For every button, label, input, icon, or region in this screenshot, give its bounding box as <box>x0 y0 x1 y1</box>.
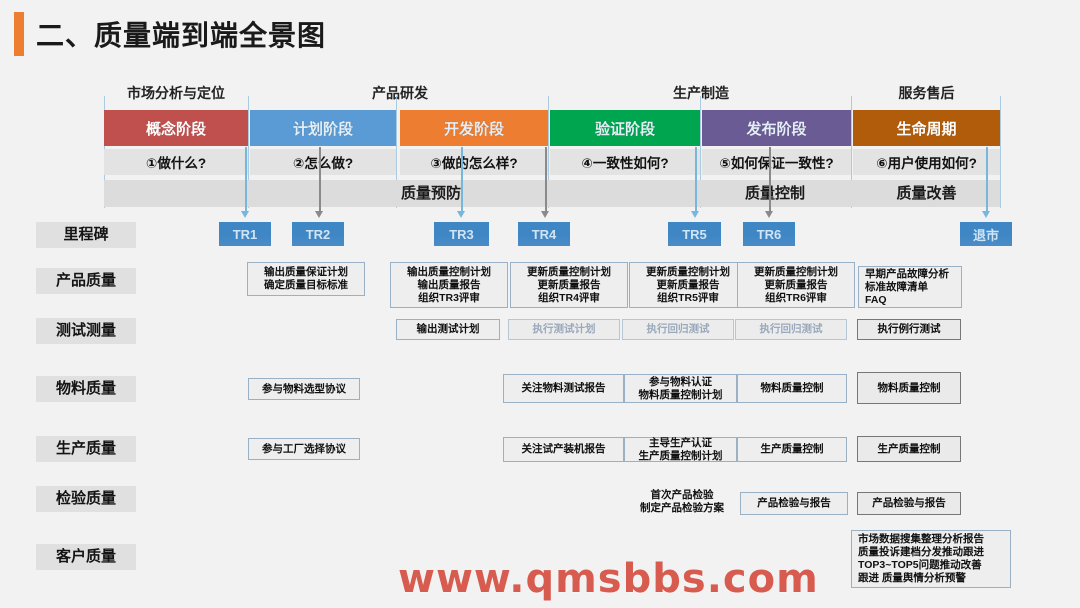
phase-bar-4[interactable]: 验证阶段 <box>550 110 700 146</box>
row-label-0: 里程碑 <box>36 222 136 248</box>
activity-box-production-quality-1[interactable]: 关注试产装机报告 <box>503 437 624 462</box>
header-separator-6 <box>1000 96 1001 208</box>
activity-box-material-quality-1[interactable]: 关注物料测试报告 <box>503 374 624 403</box>
milestone-arrowhead-icon-4 <box>691 211 700 218</box>
activity-box-inspection-quality-1[interactable]: 产品检验与报告 <box>740 492 848 515</box>
activity-box-production-quality-4[interactable]: 生产质量控制 <box>857 436 961 462</box>
milestone-arrowhead-icon-6 <box>982 211 991 218</box>
milestone-chip-TR6[interactable]: TR6 <box>743 222 795 246</box>
milestone-arrowhead-icon-3 <box>541 211 550 218</box>
milestone-chip-TR1[interactable]: TR1 <box>219 222 271 246</box>
phase-question-4: ④一致性如何? <box>550 149 700 175</box>
stage-group-label-0: 市场分析与定位 <box>127 85 225 101</box>
activity-box-product-quality-0[interactable]: 输出质量保证计划 确定质量目标标准 <box>247 262 365 296</box>
milestone-connector-5 <box>769 147 771 213</box>
milestone-connector-4 <box>695 147 697 213</box>
phase-question-3: ③做的怎么样? <box>400 149 548 175</box>
row-label-2: 测试测量 <box>36 318 136 344</box>
milestone-arrowhead-icon-2 <box>457 211 466 218</box>
activity-box-material-quality-2[interactable]: 参与物料认证 物料质量控制计划 <box>624 374 737 403</box>
activity-box-test-measurement-4[interactable]: 执行例行测试 <box>857 319 961 340</box>
activity-box-material-quality-3[interactable]: 物料质量控制 <box>737 374 847 403</box>
activity-box-material-quality-0[interactable]: 参与物料选型协议 <box>248 378 360 400</box>
phase-bar-5[interactable]: 发布阶段 <box>702 110 851 146</box>
activity-box-test-measurement-2[interactable]: 执行回归测试 <box>622 319 734 340</box>
activity-box-test-measurement-3[interactable]: 执行回归测试 <box>735 319 847 340</box>
stage-group-label-3: 服务售后 <box>898 85 955 101</box>
milestone-arrowhead-icon-5 <box>765 211 774 218</box>
milestone-chip-TR3[interactable]: TR3 <box>434 222 489 246</box>
milestone-arrowhead-icon-0 <box>241 211 250 218</box>
milestone-chip-TR4[interactable]: TR4 <box>518 222 570 246</box>
title-accent-bar <box>14 12 24 56</box>
phase-bar-1[interactable]: 概念阶段 <box>104 110 248 146</box>
header-separator-5 <box>851 96 852 208</box>
row-label-4: 生产质量 <box>36 436 136 462</box>
header-separator-2 <box>396 96 397 208</box>
activity-box-product-quality-2[interactable]: 更新质量控制计划 更新质量报告 组织TR4评审 <box>510 262 628 308</box>
watermark: www.qmsbbs.com <box>398 556 819 602</box>
activity-box-production-quality-2[interactable]: 主导生产认证 生产质量控制计划 <box>624 437 737 462</box>
phase-bar-6[interactable]: 生命周期 <box>853 110 1000 146</box>
header-separator-3 <box>548 96 549 208</box>
milestone-connector-6 <box>986 147 988 213</box>
page-title: 二、质量端到端全景图 <box>36 20 327 51</box>
activity-box-production-quality-0[interactable]: 参与工厂选择协议 <box>248 438 360 460</box>
quality-band-label-1: 质量控制 <box>744 185 805 202</box>
row-label-1: 产品质量 <box>36 268 136 294</box>
activity-box-product-quality-4[interactable]: 更新质量控制计划 更新质量报告 组织TR6评审 <box>737 262 855 308</box>
row-label-3: 物料质量 <box>36 376 136 402</box>
activity-box-inspection-quality-0[interactable]: 首次产品检验 制定产品检验方案 <box>640 489 724 514</box>
activity-box-test-measurement-1[interactable]: 执行测试计划 <box>508 319 620 340</box>
phase-question-6: ⑥用户使用如何? <box>853 149 1000 175</box>
quality-band-label-0: 质量预防 <box>400 185 461 202</box>
activity-box-inspection-quality-2[interactable]: 产品检验与报告 <box>857 492 961 515</box>
milestone-chip-TR5[interactable]: TR5 <box>668 222 721 246</box>
activity-box-material-quality-4[interactable]: 物料质量控制 <box>857 372 961 404</box>
milestone-connector-3 <box>545 147 547 213</box>
milestone-connector-1 <box>319 147 321 213</box>
stage-group-label-2: 生产制造 <box>673 85 729 101</box>
header-separator-4 <box>700 96 701 208</box>
row-label-5: 检验质量 <box>36 486 136 512</box>
phase-question-1: ①做什么? <box>104 149 248 175</box>
phase-question-2: ②怎么做? <box>250 149 396 175</box>
row-label-6: 客户质量 <box>36 544 136 570</box>
activity-box-test-measurement-0[interactable]: 输出测试计划 <box>396 319 500 340</box>
header-separator-1 <box>248 96 249 208</box>
milestone-chip-TR2[interactable]: TR2 <box>292 222 344 246</box>
phase-bar-2[interactable]: 计划阶段 <box>250 110 396 146</box>
quality-band-strip <box>104 180 1000 207</box>
stage-group-label-1: 产品研发 <box>372 85 428 101</box>
milestone-connector-0 <box>245 147 247 213</box>
quality-band-label-2: 质量改善 <box>896 185 957 202</box>
milestone-chip-退市[interactable]: 退市 <box>960 222 1012 246</box>
activity-box-product-quality-5[interactable]: 早期产品故障分析 标准故障清单 FAQ <box>858 266 962 308</box>
activity-box-product-quality-1[interactable]: 输出质量控制计划 输出质量报告 组织TR3评审 <box>390 262 508 308</box>
activity-box-production-quality-3[interactable]: 生产质量控制 <box>737 437 847 462</box>
milestone-arrowhead-icon-1 <box>315 211 324 218</box>
milestone-connector-2 <box>461 147 463 213</box>
activity-box-customer-quality-0[interactable]: 市场数据搜集整理分析报告 质量投诉建档分发推动跟进 TOP3~TOP5问题推动改… <box>851 530 1011 588</box>
phase-question-5: ⑤如何保证一致性? <box>702 149 851 175</box>
phase-bar-3[interactable]: 开发阶段 <box>400 110 548 146</box>
activity-box-product-quality-3[interactable]: 更新质量控制计划 更新质量报告 组织TR5评审 <box>629 262 747 308</box>
